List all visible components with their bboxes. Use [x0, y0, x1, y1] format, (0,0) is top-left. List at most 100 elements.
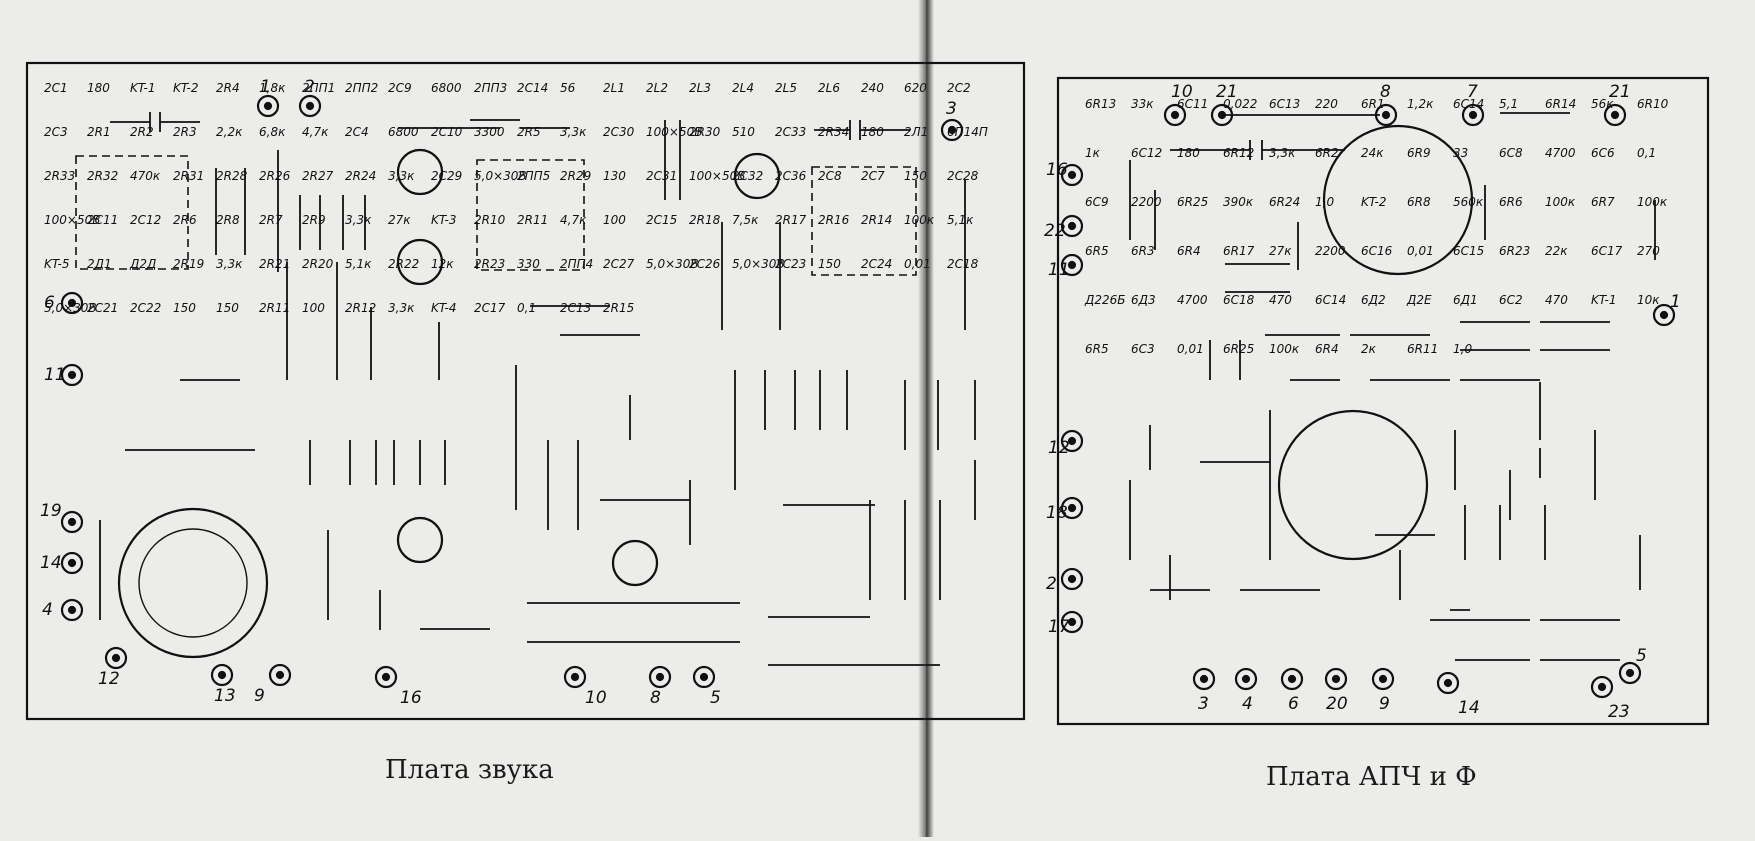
afc-label: 22к: [1545, 244, 1568, 258]
afc-label: 6C2: [1499, 293, 1523, 307]
transistor-2PP3: [733, 152, 781, 200]
afc-label: 6R4: [1315, 342, 1339, 356]
sound-pin-center: [699, 672, 709, 682]
afc-pin-center: [1217, 110, 1227, 120]
afc-label: 6R13: [1085, 97, 1116, 111]
afc-pin-center: [1597, 682, 1607, 692]
sound-pin-center: [67, 517, 77, 527]
afc-label: 6Д2: [1361, 293, 1386, 307]
afc-pin: [1618, 661, 1642, 685]
afc-label: 6Д1: [1453, 293, 1478, 307]
afc-label: 6C9: [1085, 195, 1109, 209]
sound-pin-number: 10: [585, 688, 607, 708]
afc-pin-center: [1468, 110, 1478, 120]
afc-pin-number: 11: [1048, 260, 1070, 280]
afc-pin-center: [1067, 436, 1077, 446]
sound-label: 2L5: [775, 81, 797, 95]
afc-pin-number: 18: [1046, 503, 1068, 523]
sound-label: 3,3к: [345, 213, 372, 227]
sound-label: 2C18: [947, 257, 979, 271]
afc-label: 6R7: [1591, 195, 1615, 209]
afc-pin-center: [1067, 503, 1077, 513]
afc-label: 6C6: [1591, 146, 1615, 160]
afc-label: Д226Б: [1084, 293, 1126, 307]
afc-pin: [1324, 667, 1348, 691]
sound-label: KT-4: [431, 301, 456, 315]
sound-label: 2C8: [818, 169, 842, 183]
afc-label: 6R1: [1361, 97, 1385, 111]
sound-pin-center: [263, 101, 273, 111]
sound-pin: [104, 646, 128, 670]
sound-label: 2R30: [689, 125, 721, 139]
afc-pin-number: 22: [1044, 221, 1066, 241]
sound-label: 2L2: [646, 81, 668, 95]
sound-label: 2C30: [603, 125, 635, 139]
afc-label: 270: [1637, 244, 1660, 258]
sound-label: 130: [603, 169, 626, 183]
sound-label: Д2Д: [129, 257, 156, 271]
afc-pin-group: [1060, 103, 1676, 699]
sound-pin: [60, 363, 84, 387]
afc-pin: [1060, 496, 1084, 520]
sound-pin-center: [67, 370, 77, 380]
afc-label: 10к: [1637, 293, 1660, 307]
afc-label: 6R11: [1407, 342, 1438, 356]
afc-label: 6R8: [1407, 195, 1431, 209]
afc-pin-center: [1610, 110, 1620, 120]
afc-label: 6R24: [1269, 195, 1300, 209]
sound-label: 2R15: [603, 301, 634, 315]
sound-label: 4,7к: [560, 213, 587, 227]
afc-label: 6C12: [1131, 146, 1162, 160]
afc-pin: [1280, 667, 1304, 691]
sound-label: 2C17: [474, 301, 506, 315]
sound-label: 2L6: [818, 81, 840, 95]
sound-label: 56: [560, 81, 576, 95]
afc-pin-number: 21: [1216, 82, 1238, 102]
sound-label: 2R16: [818, 213, 850, 227]
afc-label: 4700: [1177, 293, 1208, 307]
coil-can-2L1-2L2: [75, 155, 189, 270]
afc-label: 0,01: [1407, 244, 1434, 258]
afc-label: 6R2: [1315, 146, 1339, 160]
sound-label: 2ПП5: [517, 169, 550, 183]
sound-label: 6,8к: [259, 125, 286, 139]
tube-socket-top: [1322, 124, 1474, 276]
sound-pin-number: 8: [650, 688, 661, 708]
afc-pin-center: [1067, 170, 1077, 180]
sound-pin: [940, 118, 964, 142]
transistor-2PP2: [396, 238, 444, 286]
sound-pin: [60, 291, 84, 315]
sound-pin-center: [305, 101, 315, 111]
afc-label: 6C14: [1453, 97, 1484, 111]
sound-label: 2C36: [775, 169, 807, 183]
sound-label: 3,3к: [216, 257, 243, 271]
sound-label: 2C28: [947, 169, 979, 183]
sound-pin-number: 2: [304, 77, 315, 97]
transistor-2PP5: [396, 516, 444, 564]
sound-label: 2R7: [259, 213, 283, 227]
sound-label: 2R2: [130, 125, 154, 139]
afc-label: 390к: [1223, 195, 1254, 209]
sound-label: 2C14: [517, 81, 548, 95]
sound-label: 2R1: [87, 125, 111, 139]
sound-label: 2R21: [259, 257, 290, 271]
afc-label: 33к: [1131, 97, 1154, 111]
sound-label: 2R33: [44, 169, 75, 183]
afc-label: 2200: [1131, 195, 1162, 209]
afc-label: 220: [1315, 97, 1338, 111]
afc-pin: [1652, 303, 1676, 327]
sound-pin-number: 1: [260, 77, 271, 97]
sound-label: 2R18: [689, 213, 721, 227]
sound-label: 2R17: [775, 213, 807, 227]
sound-label: 2R22: [388, 257, 419, 271]
sound-label: 1,8к: [259, 81, 286, 95]
sound-label: 2C10: [431, 125, 463, 139]
afc-pin: [1060, 567, 1084, 591]
sound-label: 2R12: [345, 301, 376, 315]
sound-label: 2C27: [603, 257, 635, 271]
sound-label: 4,7к: [302, 125, 329, 139]
afc-label: 6Д3: [1131, 293, 1156, 307]
afc-label: 5,1: [1499, 97, 1518, 111]
tube-socket-bottom: [1277, 409, 1429, 561]
sound-pin-number: 6: [44, 293, 55, 313]
